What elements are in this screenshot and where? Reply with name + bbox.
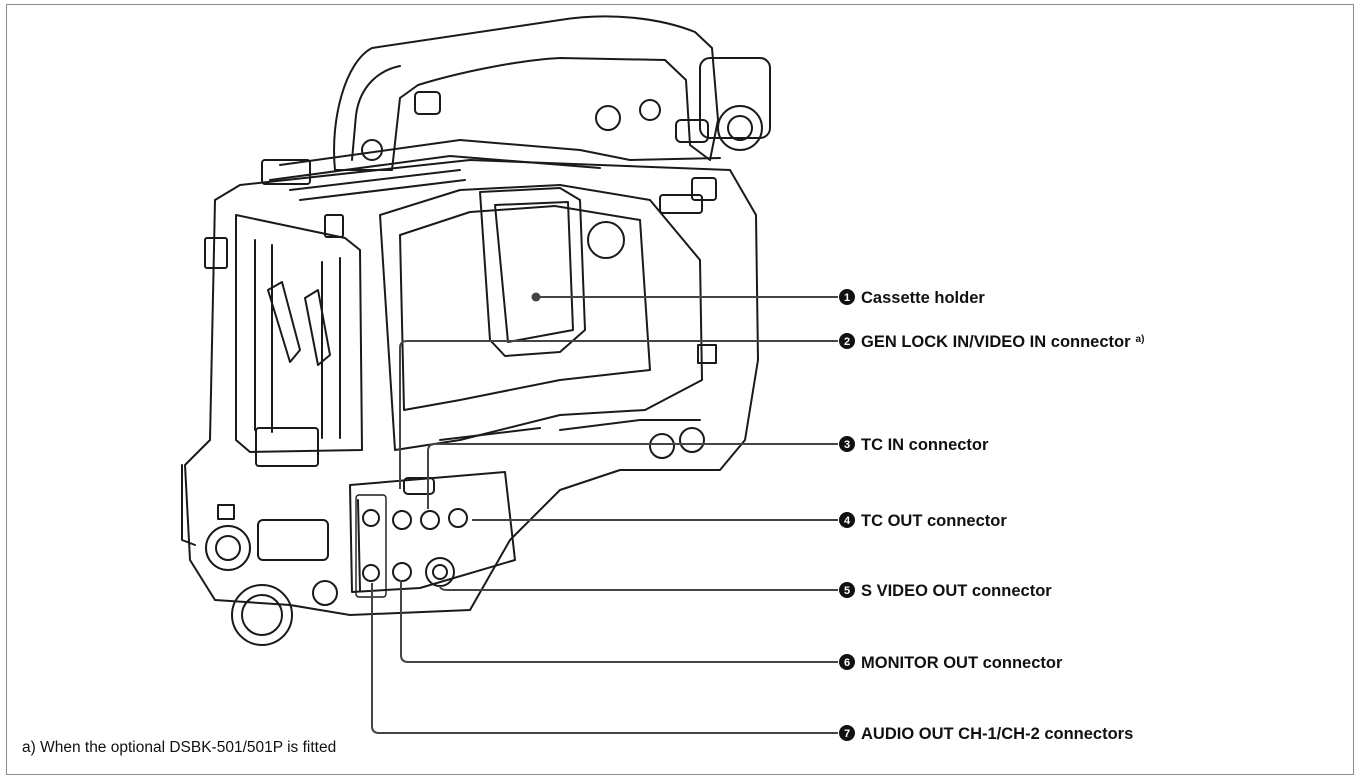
footnote: a) When the optional DSBK-501/501P is fi… <box>22 739 337 756</box>
leader-line-5 <box>439 585 838 591</box>
number-3: 3 <box>844 439 850 451</box>
camcorder-illustration <box>181 15 771 646</box>
number-6: 6 <box>844 657 850 669</box>
number-7: 7 <box>844 728 850 740</box>
leader-line-6 <box>400 580 838 663</box>
callout-label-s-video-out: S VIDEO OUT connector <box>861 582 1052 600</box>
callout-label-gen-lock-in-text: GEN LOCK IN/VIDEO IN connector <box>861 333 1131 351</box>
number-badge-7 <box>839 725 855 741</box>
number-badge-5 <box>839 582 855 598</box>
number-4: 4 <box>844 515 851 527</box>
leader-line-2 <box>399 340 838 489</box>
callout-label-tc-in: TC IN connector <box>861 436 989 454</box>
callout-4: 4 TC OUT connector <box>839 512 1007 530</box>
callout-7: 7 AUDIO OUT CH-1/CH-2 connectors <box>839 725 1133 743</box>
callout-6: 6 MONITOR OUT connector <box>839 654 1063 672</box>
callout-label-cassette-holder: Cassette holder <box>861 289 985 307</box>
number-badge-4 <box>839 512 855 528</box>
figure-frame <box>6 4 1354 775</box>
number-badge-1 <box>839 289 855 305</box>
callout-label-tc-out: TC OUT connector <box>861 512 1007 530</box>
number-badge-3 <box>839 436 855 452</box>
leader-lines <box>371 292 838 734</box>
callout-3: 3 TC IN connector <box>839 436 989 454</box>
number-badge-2 <box>839 333 855 349</box>
number-1: 1 <box>844 292 850 304</box>
number-badge-6 <box>839 654 855 670</box>
footnote-marker: a) <box>1136 334 1145 345</box>
callout-label-audio-out: AUDIO OUT CH-1/CH-2 connectors <box>861 725 1133 743</box>
number-2: 2 <box>844 336 850 348</box>
callout-2: 2 GEN LOCK IN/VIDEO IN connector a) <box>839 333 1144 351</box>
leader-line-3 <box>427 443 838 509</box>
callout-label-monitor-out: MONITOR OUT connector <box>861 654 1063 672</box>
callout-5: 5 S VIDEO OUT connector <box>839 582 1052 600</box>
callout-1: 1 Cassette holder <box>839 289 985 307</box>
callout-label-gen-lock-in: GEN LOCK IN/VIDEO IN connector a) <box>861 333 1144 351</box>
number-5: 5 <box>844 585 850 597</box>
leader-line-7 <box>371 583 838 734</box>
leader-dot-1 <box>531 292 541 302</box>
